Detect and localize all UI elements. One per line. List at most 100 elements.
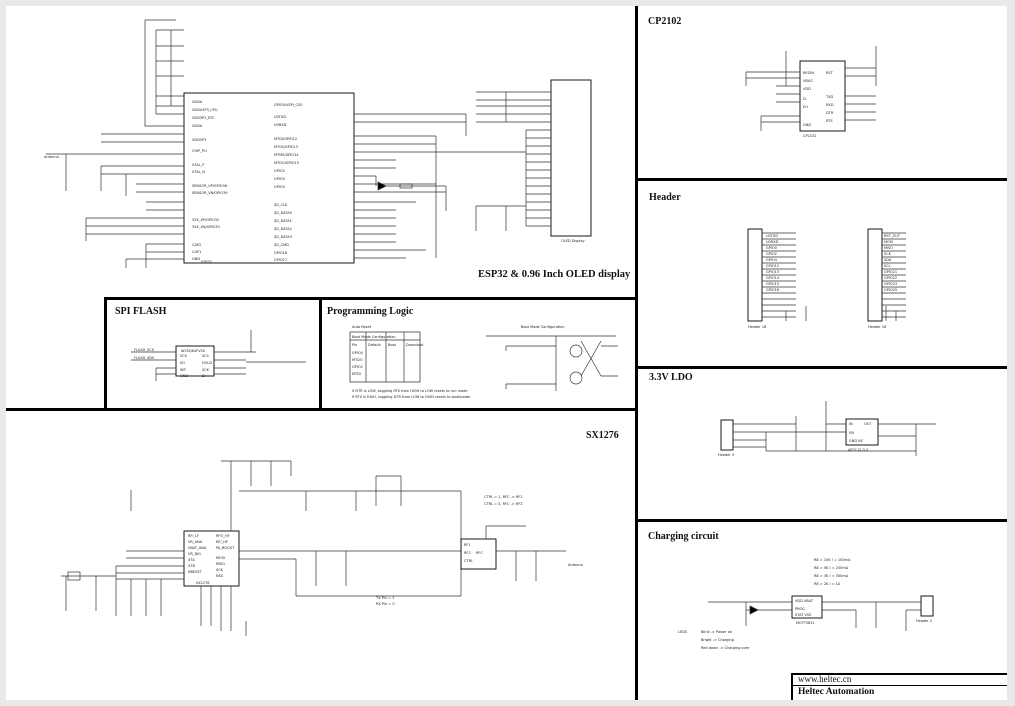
divider-titleblock-top (791, 673, 1007, 675)
svg-text:CTRL = 1, RFC -> RF1: CTRL = 1, RFC -> RF1 (484, 495, 523, 499)
svg-text:RX Pin = 0: RX Pin = 0 (376, 602, 395, 606)
svg-text:R8 = 3K I = 300mA: R8 = 3K I = 300mA (814, 574, 849, 578)
svg-text:GPIO16: GPIO16 (274, 251, 287, 255)
boot-table (349, 331, 421, 383)
svg-text:U0TXD: U0TXD (766, 234, 778, 238)
svg-text:Blink -> Power on: Blink -> Power on (701, 630, 732, 634)
svg-text:TXD: TXD (825, 95, 834, 99)
svg-text:GND: GND (192, 257, 200, 261)
svg-text:GPIO14: GPIO14 (766, 276, 780, 280)
svg-text:D-: D- (803, 97, 808, 101)
svg-text:SD_DATA0: SD_DATA0 (274, 211, 292, 215)
svg-text:Pin: Pin (352, 343, 357, 347)
svg-text:VDD: VDD (803, 87, 811, 91)
svg-text:SCK: SCK (884, 252, 892, 256)
svg-text:GPIO0: GPIO0 (352, 351, 363, 355)
svg-text:Antenna: Antenna (44, 155, 59, 159)
svg-text:MTDI: MTDI (352, 372, 361, 376)
esp32-chip (183, 92, 355, 264)
flash-chip (175, 345, 215, 377)
rf-switch (460, 538, 497, 570)
esp32-title: ESP32 & 0.96 Inch OLED display (478, 269, 631, 280)
svg-text:SCK: SCK (202, 368, 210, 372)
svg-text:GPIO4: GPIO4 (274, 185, 286, 189)
svg-text:Bright -> Charging: Bright -> Charging (701, 638, 734, 642)
svg-text:CP2102: CP2102 (803, 134, 816, 138)
svg-text:Download: Download (406, 343, 423, 347)
svg-text:GPIO15: GPIO15 (766, 282, 779, 286)
svg-text:RTS: RTS (826, 119, 833, 123)
ldo-title: 3.3V LDO (649, 372, 693, 383)
svg-text:MCP73831: MCP73831 (796, 621, 815, 625)
svg-text:MISO: MISO (884, 246, 893, 250)
svg-text:EN: EN (849, 431, 854, 435)
svg-text:GPIO12: GPIO12 (766, 264, 779, 268)
svg-text:RFI_HF: RFI_HF (216, 540, 228, 544)
svg-text:SCS: SCS (180, 354, 188, 358)
svg-text:SCK: SCK (216, 568, 224, 572)
divider-spi-prog (319, 297, 322, 409)
svg-text:GPIO17: GPIO17 (274, 258, 287, 262)
svg-text:NSS: NSS (216, 574, 224, 578)
svg-text:GPIO16: GPIO16 (766, 288, 779, 292)
svg-text:OLED Display: OLED Display (561, 239, 585, 243)
svg-text:U0RXD: U0RXD (766, 240, 779, 244)
svg-text:XTA: XTA (188, 558, 195, 562)
svg-text:SI: SI (202, 374, 205, 378)
svg-text:SD_DATA3: SD_DATA3 (274, 235, 292, 239)
svg-text:CAP2: CAP2 (192, 243, 201, 247)
svg-text:Antenna: Antenna (568, 563, 583, 567)
svg-text:Header 18: Header 18 (868, 325, 886, 329)
svg-text:VDD3P3: VDD3P3 (192, 138, 206, 142)
svg-text:Default: Default (368, 343, 381, 347)
svg-text:MTMS/GPIO14: MTMS/GPIO14 (274, 153, 299, 157)
svg-text:GPIO0: GPIO0 (274, 177, 285, 181)
svg-text:GPIO22: GPIO22 (884, 276, 897, 280)
divider-vertical-main (635, 6, 638, 700)
svg-text:MTDI/GPIO12: MTDI/GPIO12 (274, 137, 297, 141)
svg-text:Auto Reset: Auto Reset (352, 325, 372, 329)
svg-text:STAT VSS: STAT VSS (795, 613, 812, 617)
titleblock-company: Heltec Automation (798, 687, 875, 697)
charge-chip (791, 595, 823, 619)
svg-text:RST_OUT: RST_OUT (884, 234, 901, 238)
svg-text:OUT: OUT (864, 422, 872, 426)
svg-text:NRESET: NRESET (188, 570, 203, 574)
svg-text:HOLD: HOLD (202, 361, 212, 365)
svg-text:GPIO5/VSPI_CS0: GPIO5/VSPI_CS0 (274, 103, 302, 107)
svg-text:GPIO0: GPIO0 (766, 246, 777, 250)
svg-text:PROG: PROG (795, 607, 805, 611)
svg-text:CTRL: CTRL (464, 559, 473, 563)
divider-header-bottom (638, 366, 1007, 369)
svg-text:XTAL_N: XTAL_N (192, 170, 205, 174)
svg-text:SD_CMD: SD_CMD (274, 243, 289, 247)
titleblock-url: www.heltec.cn (798, 674, 852, 684)
svg-text:GND: GND (803, 123, 811, 127)
svg-text:SENSOR_VN/GPIO39: SENSOR_VN/GPIO39 (192, 191, 227, 195)
battery-connector (920, 595, 934, 617)
svg-text:SDA: SDA (884, 258, 892, 262)
header-left (747, 228, 763, 322)
svg-text:PA_BOOST: PA_BOOST (216, 546, 235, 550)
svg-text:SX1276: SX1276 (196, 581, 210, 585)
svg-text:GPIO4: GPIO4 (766, 258, 778, 262)
svg-text:VBAT_ANA: VBAT_ANA (188, 546, 207, 550)
svg-text:Header 2: Header 2 (916, 619, 932, 623)
svg-text:MTCK/GPIO13: MTCK/GPIO13 (274, 145, 298, 149)
svg-text:RFO_HF: RFO_HF (216, 534, 230, 538)
svg-text:VBUS: VBUS (803, 79, 813, 83)
svg-text:Boot Mode Configuration: Boot Mode Configuration (352, 335, 396, 339)
svg-text:MOSI: MOSI (216, 556, 225, 560)
svg-text:VDDA3P3_CPU: VDDA3P3_CPU (192, 108, 218, 112)
svg-text:R8 = 2K I = 1A: R8 = 2K I = 1A (814, 582, 841, 586)
svg-text:SO: SO (180, 361, 185, 365)
svg-text:SD_DATA2: SD_DATA2 (274, 227, 292, 231)
svg-text:FLASH_SD0: FLASH_SD0 (134, 356, 154, 360)
svg-text:RF1: RF1 (464, 543, 471, 547)
svg-text:REGIN: REGIN (803, 71, 814, 75)
svg-text:GPIO21: GPIO21 (884, 270, 897, 274)
svg-text:RST: RST (826, 71, 834, 75)
svg-text:AP2112-3.3: AP2112-3.3 (848, 448, 868, 452)
